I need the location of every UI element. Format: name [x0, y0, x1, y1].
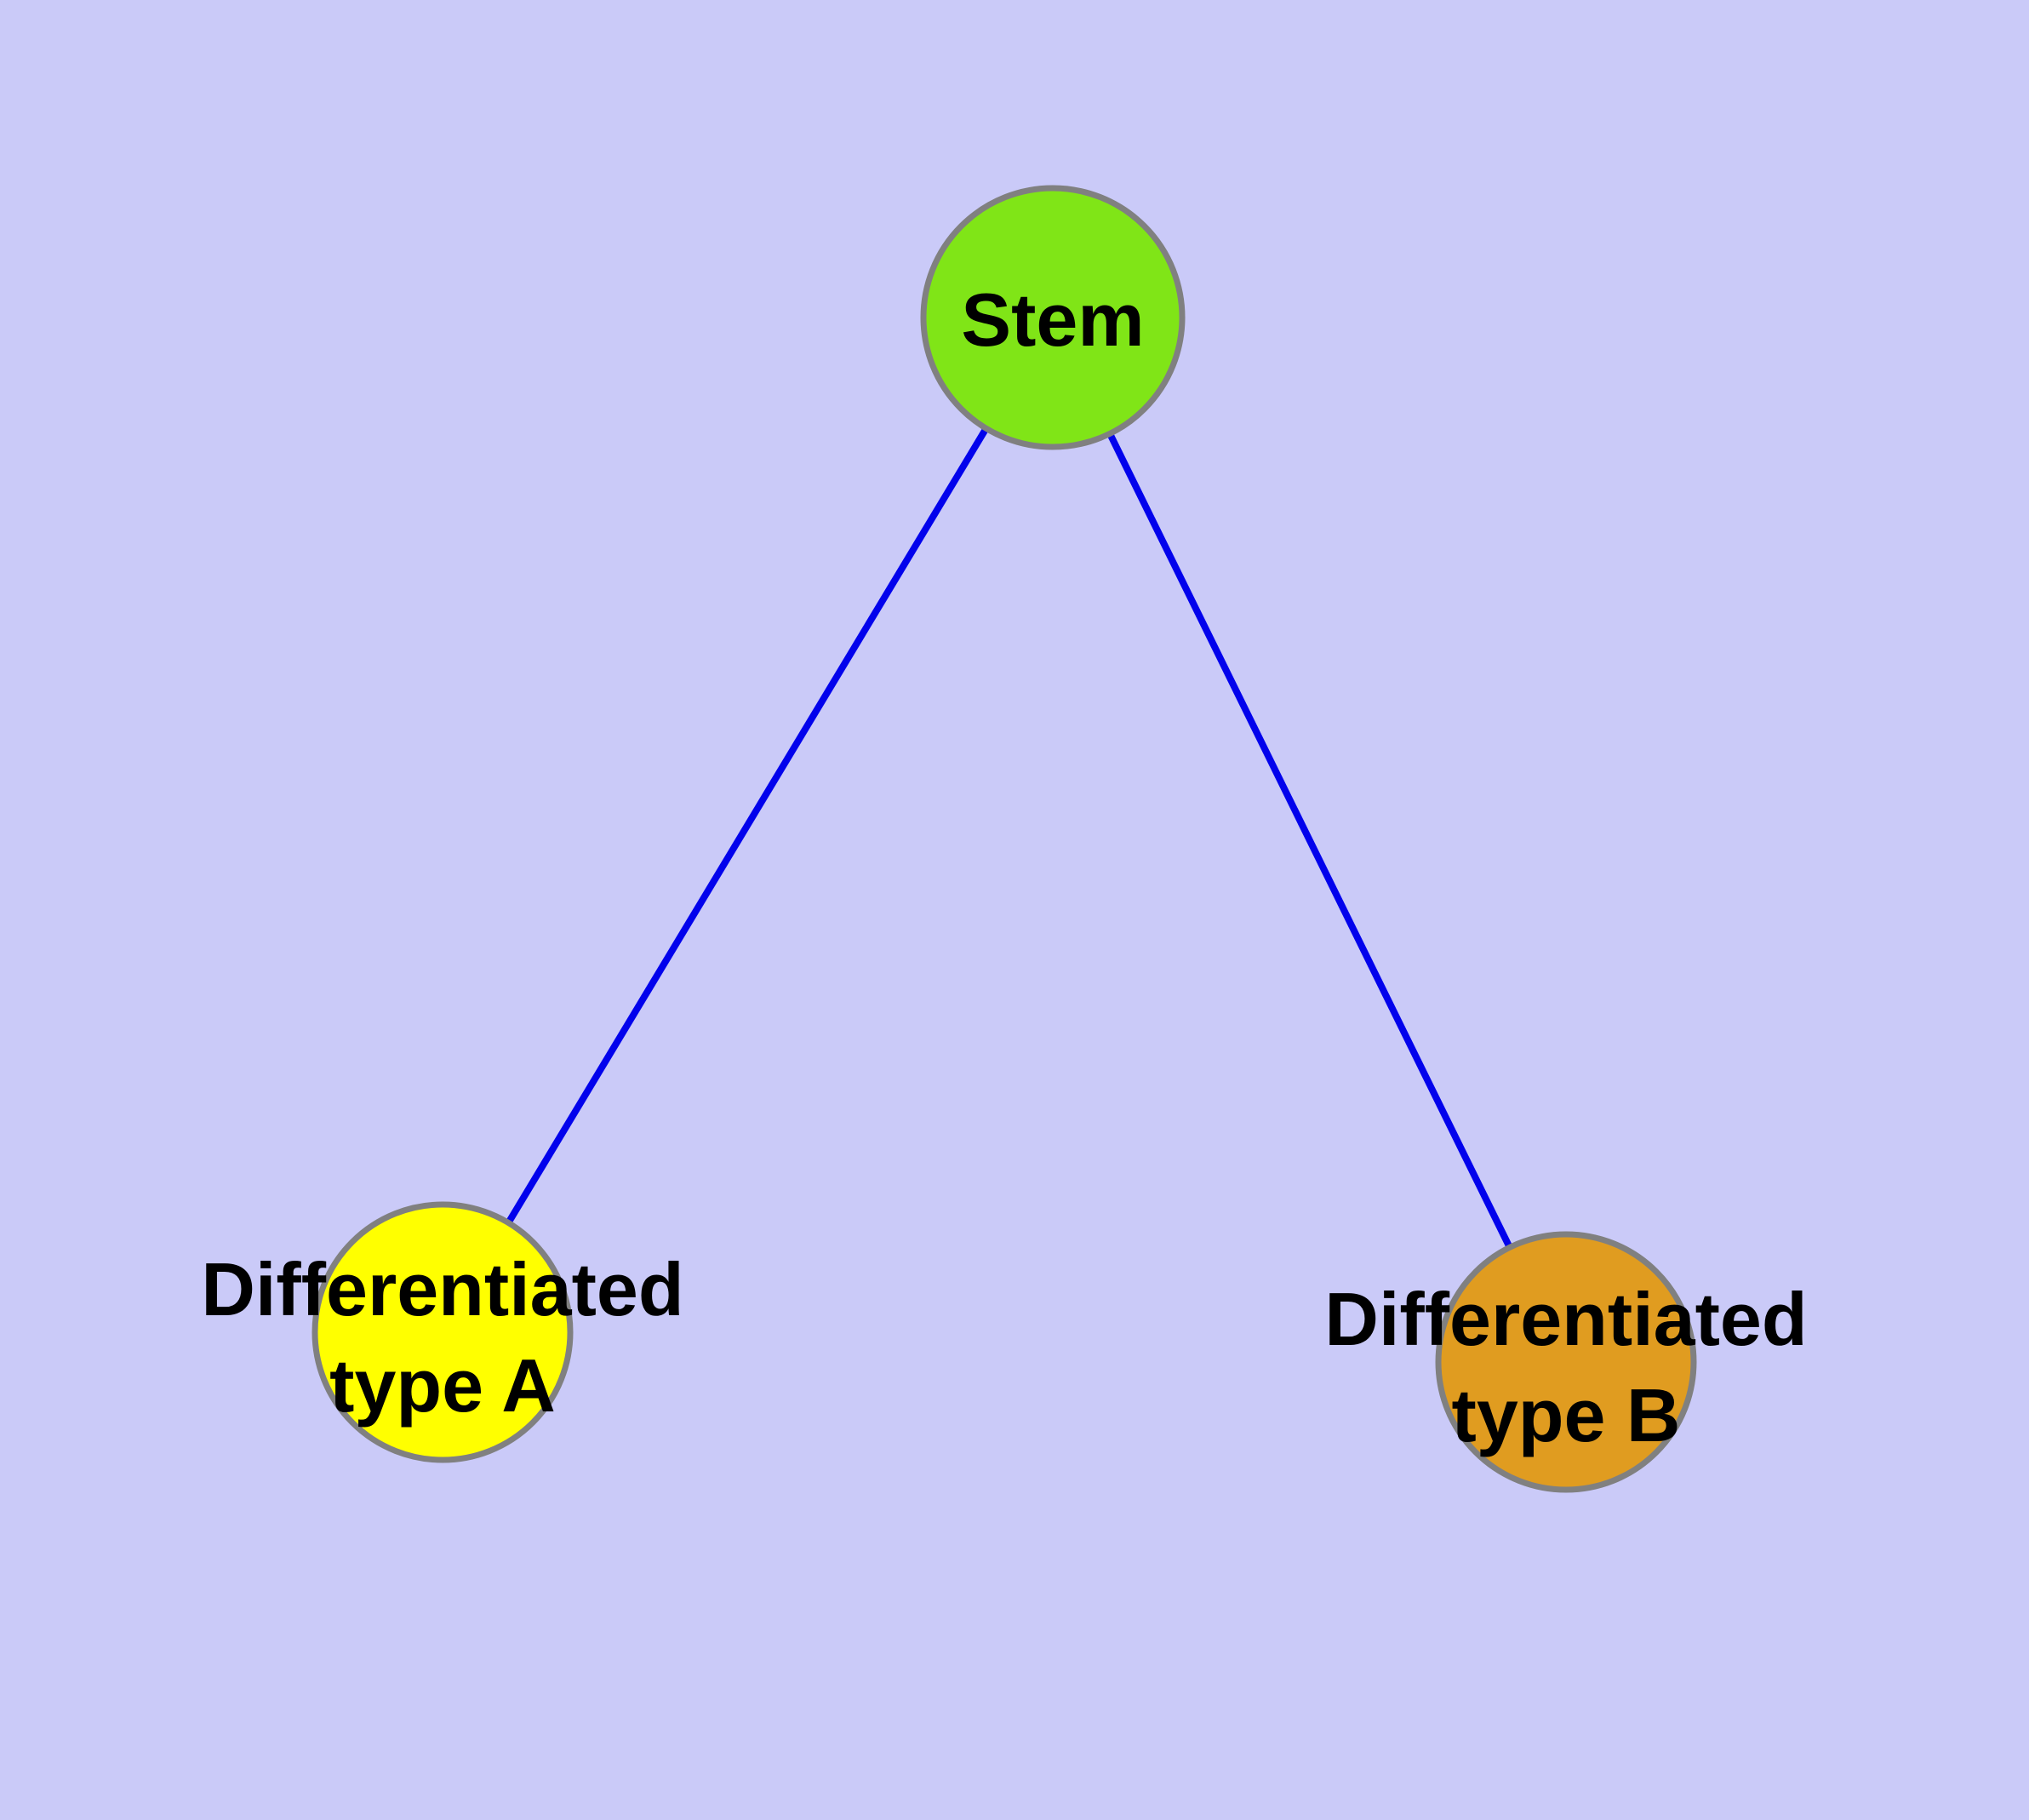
label-line: Differentiated [1324, 1277, 1807, 1361]
edge-stem-to-type-a [439, 315, 1056, 1335]
label-line: Stem [961, 278, 1144, 362]
node-differentiated-type-a-label: Differentiated type A [201, 1247, 683, 1428]
label-line: type A [329, 1343, 556, 1428]
node-stem [920, 185, 1186, 450]
edge-stem-to-type-b [1049, 316, 1569, 1364]
label-line: Differentiated [201, 1247, 683, 1331]
label-line: type B [1452, 1373, 1681, 1457]
node-differentiated-type-b [1435, 1231, 1697, 1493]
node-differentiated-type-b-label: Differentiated type B [1324, 1277, 1807, 1457]
node-differentiated-type-a [311, 1201, 574, 1463]
node-stem-label: Stem [961, 278, 1144, 362]
